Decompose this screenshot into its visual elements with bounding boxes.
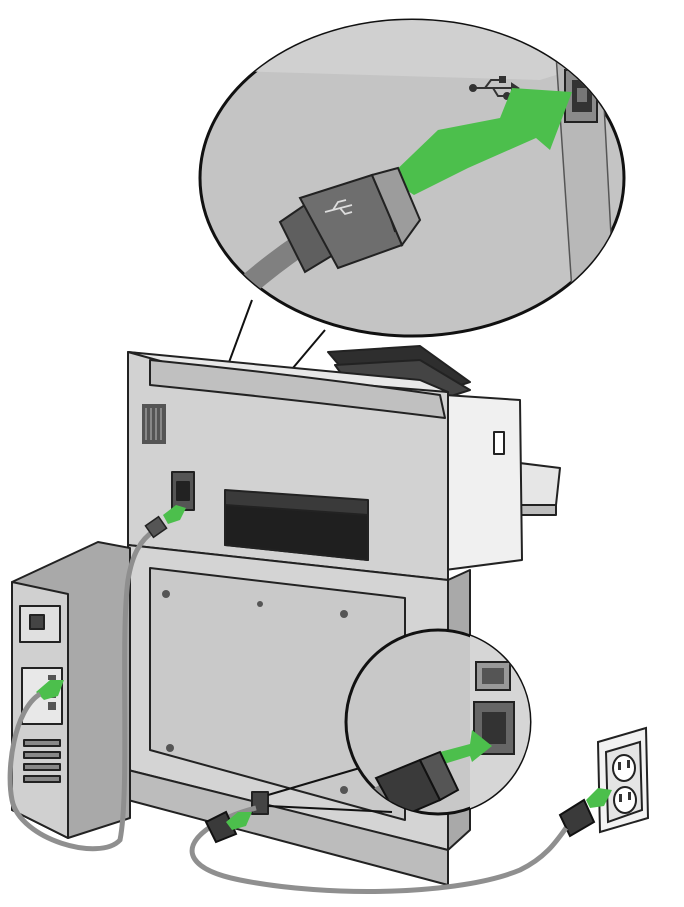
scanner-power-plug <box>204 810 238 844</box>
power-leader-line-bottom <box>267 805 393 813</box>
usb-plug-logo-icon <box>324 199 353 216</box>
side-housing <box>444 394 523 571</box>
outlet-socket-top <box>612 754 636 782</box>
usb-plug-connector <box>370 166 422 248</box>
scanner-power-arrow <box>226 812 252 830</box>
outlet-socket-bottom <box>613 786 637 814</box>
power-callout <box>267 628 532 816</box>
usb-cable-system <box>7 527 157 852</box>
usb-icon <box>469 76 520 100</box>
vent-grill <box>142 404 166 444</box>
outlet-insert-arrow <box>586 788 612 808</box>
wall-outlet <box>596 726 650 834</box>
power-leader-line-top <box>267 764 371 796</box>
tower-usb-arrow <box>36 680 64 700</box>
power-cord <box>189 805 569 894</box>
scanner-usb-arrow <box>163 505 186 524</box>
scanner <box>127 345 561 886</box>
usb-insert-arrow <box>388 88 572 195</box>
computer-tower <box>11 541 131 839</box>
